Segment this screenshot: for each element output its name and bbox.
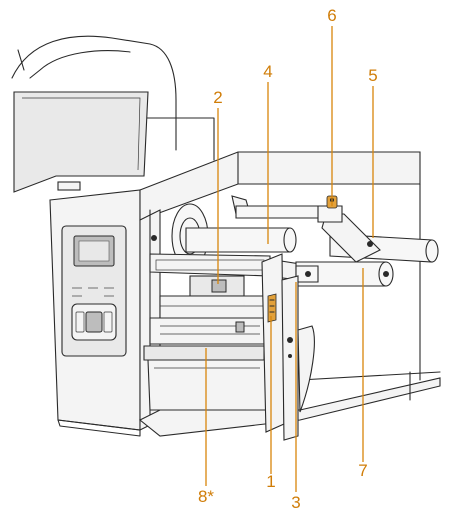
callout-5: 5: [368, 66, 377, 85]
callout-6: 6: [327, 6, 336, 25]
callout-8: 8*: [198, 487, 214, 506]
ribbon-rewind-spindle: [231, 195, 439, 263]
callout-2: 2: [213, 88, 222, 107]
callout-1: 1: [266, 472, 275, 491]
leader-lines: [205, 26, 374, 492]
panel-slot: [57, 181, 81, 191]
callout-4: 4: [263, 62, 272, 81]
ribbon-sensor: [211, 279, 227, 293]
callout-7: 7: [358, 461, 367, 480]
top-display-panel: [13, 91, 149, 193]
callout-labels: 1 2 3 4 5 6 7 8*: [198, 6, 378, 512]
print-mechanism: [143, 253, 271, 411]
control-panel: [61, 225, 127, 357]
media-guide-plate: [281, 275, 315, 441]
print-head-release-lever: [261, 253, 285, 433]
callout-3: 3: [291, 493, 300, 512]
